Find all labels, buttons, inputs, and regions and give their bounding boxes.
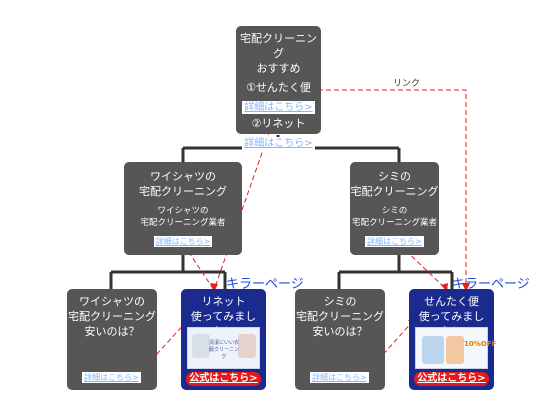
arrowhead-senntakubin — [462, 283, 470, 292]
root-item1: ①せんたく便 — [246, 81, 311, 94]
mid-left-title-line2: 宅配クリーニング — [139, 185, 227, 198]
mid-left-link[interactable]: 詳細はこちら> — [153, 236, 213, 247]
leaf4-official-button[interactable]: 公式はこちら> — [414, 372, 489, 386]
leaf3-link[interactable]: 詳細はこちら> — [310, 372, 369, 383]
mid-right-node: シミの 宅配クリーニング シミの 宅配クリーニング業者 詳細はこちら> — [350, 162, 439, 255]
mid-left-desc-line2: 宅配クリーニング業者 — [140, 218, 226, 228]
leaf-node-4: せんたく便 使ってみました！ 10%OFF 公式はこちら> — [409, 289, 496, 390]
leaf-node-1: ワイシャツの 宅配クリーニング 安いのは？ 詳細はこちら> — [67, 289, 157, 390]
mid-right-desc-line1: シミの — [381, 206, 408, 216]
leaf1-line1: ワイシャツの — [79, 295, 145, 308]
root-item2: ②リネット — [251, 117, 306, 130]
mid-left-title-line1: ワイシャツの — [150, 170, 216, 183]
link-label: リンク — [393, 79, 421, 89]
root-node: 宅配クリーニング おすすめ ①せんたく便 詳細はこちら> ②リネット 詳細はこち… — [236, 26, 321, 150]
leaf2-screenshot-text: 清潔にいい衣服クリーニング — [208, 340, 239, 360]
leaf2-line1: リネット — [201, 295, 246, 308]
arrowhead-rinetto — [210, 283, 218, 292]
leaf1-line2: 宅配クリーニング — [68, 310, 156, 323]
root-title-line2: おすすめ — [256, 62, 301, 75]
mid-right-desc-line2: 宅配クリーニング業者 — [351, 218, 437, 228]
tree-connectors — [109, 135, 454, 289]
killer-page-label-right: キラーページ — [452, 277, 530, 292]
leaf3-line3: 安いのは？ — [312, 325, 368, 338]
killer-page-label-left: キラーページ — [226, 277, 304, 292]
leaf4-line1: せんたく便 — [424, 295, 479, 308]
leaf3-line2: 宅配クリーニング — [296, 310, 384, 323]
leaf3-line1: シミの — [323, 295, 357, 308]
root-title-line1: 宅配クリーニング — [240, 32, 317, 60]
leaf-node-3: シミの 宅配クリーニング 安いのは？ 詳細はこちら> — [295, 289, 385, 390]
leaf4-screenshot-text: 10%OFF — [464, 340, 497, 348]
leaf1-link[interactable]: 詳細はこちら> — [82, 372, 141, 383]
leaf1-line3: 安いのは？ — [84, 325, 140, 338]
mid-left-node: ワイシャツの 宅配クリーニング ワイシャツの 宅配クリーニング業者 詳細はこちら… — [124, 162, 242, 255]
leaf-node-2: リネット 使ってみました！ 清潔にいい衣服クリーニング 公式はこちら> — [181, 289, 266, 390]
mid-right-link[interactable]: 詳細はこちら> — [365, 236, 424, 247]
leaf4-screenshot: 10%OFF — [415, 327, 496, 369]
root-item2-link[interactable]: 詳細はこちら> — [242, 137, 315, 150]
leaf2-official-button[interactable]: 公式はこちら> — [186, 372, 261, 386]
mid-left-desc-line1: ワイシャツの — [157, 206, 209, 216]
root-item1-link[interactable]: 詳細はこちら> — [242, 101, 315, 114]
mid-right-title-line1: シミの — [378, 170, 411, 183]
mid-right-title-line2: 宅配クリーニング — [350, 185, 439, 198]
leaf2-screenshot: 清潔にいい衣服クリーニング — [187, 327, 260, 369]
